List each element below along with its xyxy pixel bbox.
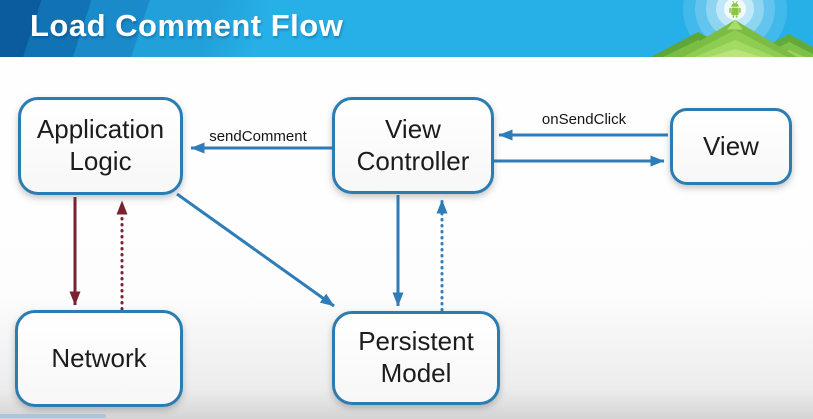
- video-progress-strip: [0, 414, 106, 418]
- slide-header: Load Comment Flow: [0, 0, 813, 57]
- android-robot-icon: [729, 0, 741, 18]
- edge-label-onsendclick: onSendClick: [541, 111, 627, 128]
- center-mountain: [673, 20, 797, 57]
- node-application-logic: Application Logic: [18, 97, 183, 195]
- android-mountains-logo-icon: [651, 0, 813, 57]
- node-persistent-model-label: Persistent Model: [358, 326, 474, 388]
- edge-label-sendcomment: sendComment: [209, 128, 307, 145]
- node-view-controller: View Controller: [332, 97, 494, 194]
- node-network: Network: [15, 310, 183, 407]
- edge-applogic-to-pm: [176, 192, 335, 308]
- node-application-logic-label: Application Logic: [36, 114, 165, 176]
- node-view-label: View: [703, 130, 759, 161]
- node-view: View: [670, 108, 792, 185]
- node-persistent-model: Persistent Model: [332, 311, 500, 405]
- node-network-label: Network: [51, 342, 147, 373]
- page-title: Load Comment Flow: [30, 8, 344, 43]
- node-view-controller-label: View Controller: [356, 113, 470, 176]
